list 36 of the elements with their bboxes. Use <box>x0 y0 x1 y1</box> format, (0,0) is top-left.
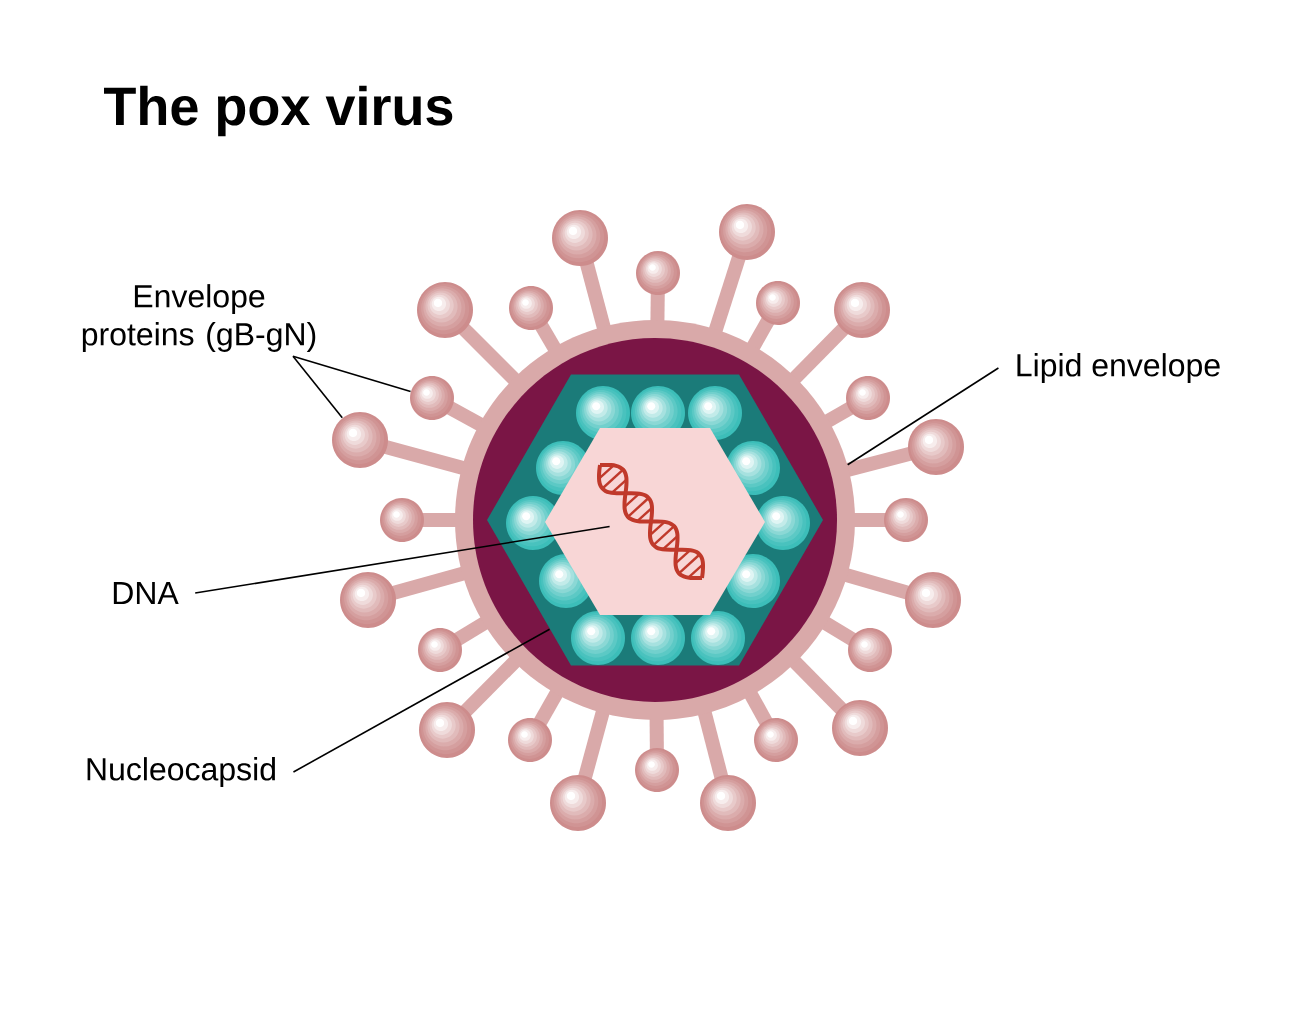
protein-ball <box>509 286 553 330</box>
protein-ball <box>905 572 961 628</box>
dna-helix <box>597 462 705 581</box>
protein-ball <box>884 498 928 542</box>
protein-ball <box>908 419 964 475</box>
protein-ball <box>340 572 396 628</box>
protein-ball <box>380 498 424 542</box>
label-text: Envelope proteins (gB-gN) <box>82 284 316 352</box>
title: The pox virus <box>104 85 453 137</box>
protein-ball <box>846 376 890 420</box>
label-text: Lipid envelope <box>1017 353 1220 383</box>
protein-ball <box>410 376 454 420</box>
protein-ball <box>754 718 798 762</box>
leader-line <box>292 355 412 393</box>
protein-ball <box>700 775 756 831</box>
protein-ball <box>508 718 552 762</box>
protein-ball <box>832 700 888 756</box>
leader-line <box>292 628 551 773</box>
leader-line <box>846 367 1000 466</box>
leader-line <box>292 355 344 419</box>
leader-line <box>194 525 611 594</box>
protein-ball <box>635 748 679 792</box>
label-text: Nucleocapsid <box>87 757 275 787</box>
protein-ball <box>419 702 475 758</box>
protein-ball <box>719 204 775 260</box>
protein-ball <box>636 251 680 295</box>
protein-ball <box>848 628 892 672</box>
protein-ball <box>550 775 606 831</box>
protein-ball <box>552 210 608 266</box>
label-text: DNA <box>113 582 179 604</box>
protein-ball <box>756 281 800 325</box>
nucleocapsid-drawing <box>487 374 823 666</box>
protein-ball <box>418 628 462 672</box>
protein-ball <box>834 282 890 338</box>
protein-ball <box>332 412 388 468</box>
protein-ball <box>417 282 473 338</box>
